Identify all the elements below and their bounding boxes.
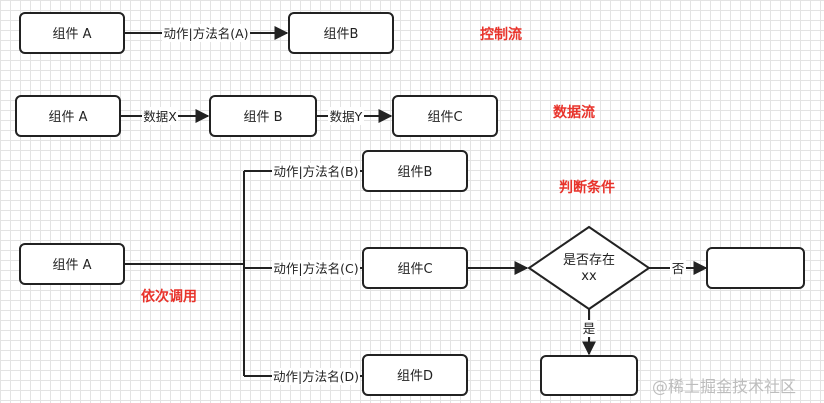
edge-label-no: 否 [672, 261, 685, 276]
sequential-group: 动作|方法名(B) 动作|方法名(C) 动作|方法名(D) 组件 A 组件B 组… [19, 150, 468, 396]
edge-label-data-bc: 数据Y [330, 109, 363, 124]
edge-label-seq-b: 动作|方法名(B) [273, 164, 358, 179]
node-seq-a[interactable] [19, 243, 125, 285]
node-result-yes[interactable] [540, 355, 638, 396]
node-control-b[interactable] [288, 12, 394, 54]
node-seq-c[interactable] [362, 247, 468, 289]
note-sequential: 依次调用 [141, 288, 197, 305]
edge-label-control-ab: 动作|方法名(A) [163, 26, 248, 41]
node-data-c[interactable] [392, 95, 498, 137]
node-label-seq-d: 组件D [397, 369, 433, 384]
node-data-b[interactable] [209, 95, 317, 137]
edge-label-seq-c: 动作|方法名(C) [273, 261, 358, 276]
note-condition: 判断条件 [559, 179, 615, 196]
node-label-data-a: 组件 A [48, 110, 87, 125]
decision-label-line2: xx [581, 269, 597, 284]
note-data-flow: 数据流 [553, 104, 595, 121]
decision-diamond[interactable] [527, 225, 651, 311]
data-flow-group: 数据X 数据Y 组件 A 组件 B 组件C 数据流 [15, 95, 595, 137]
edge-label-seq-d: 动作|方法名(D) [273, 369, 359, 384]
edge-label-yes: 是 [583, 321, 596, 336]
node-label-data-b: 组件 B [243, 110, 282, 125]
node-label-seq-a: 组件 A [52, 258, 91, 273]
watermark-text: @稀土掘金技术社区 [652, 377, 796, 396]
node-label-seq-b: 组件B [398, 165, 433, 180]
node-seq-b[interactable] [362, 150, 468, 192]
decision-group: 否 是 是否存在 xx 判断条件 [468, 179, 805, 396]
node-label-control-a: 组件 A [52, 27, 91, 42]
node-result-no[interactable] [706, 247, 805, 289]
node-seq-d[interactable] [362, 354, 468, 396]
node-label-seq-c: 组件C [397, 262, 432, 277]
note-control-flow: 控制流 [480, 26, 522, 43]
decision-label-line1: 是否存在 [563, 253, 615, 268]
node-data-a[interactable] [15, 95, 121, 137]
node-label-control-b: 组件B [324, 27, 359, 42]
node-label-data-c: 组件C [427, 110, 462, 125]
control-flow-group: 动作|方法名(A) 组件 A 组件B 控制流 [19, 12, 522, 54]
node-control-a[interactable] [19, 12, 125, 54]
edge-label-data-ab: 数据X [143, 109, 177, 124]
